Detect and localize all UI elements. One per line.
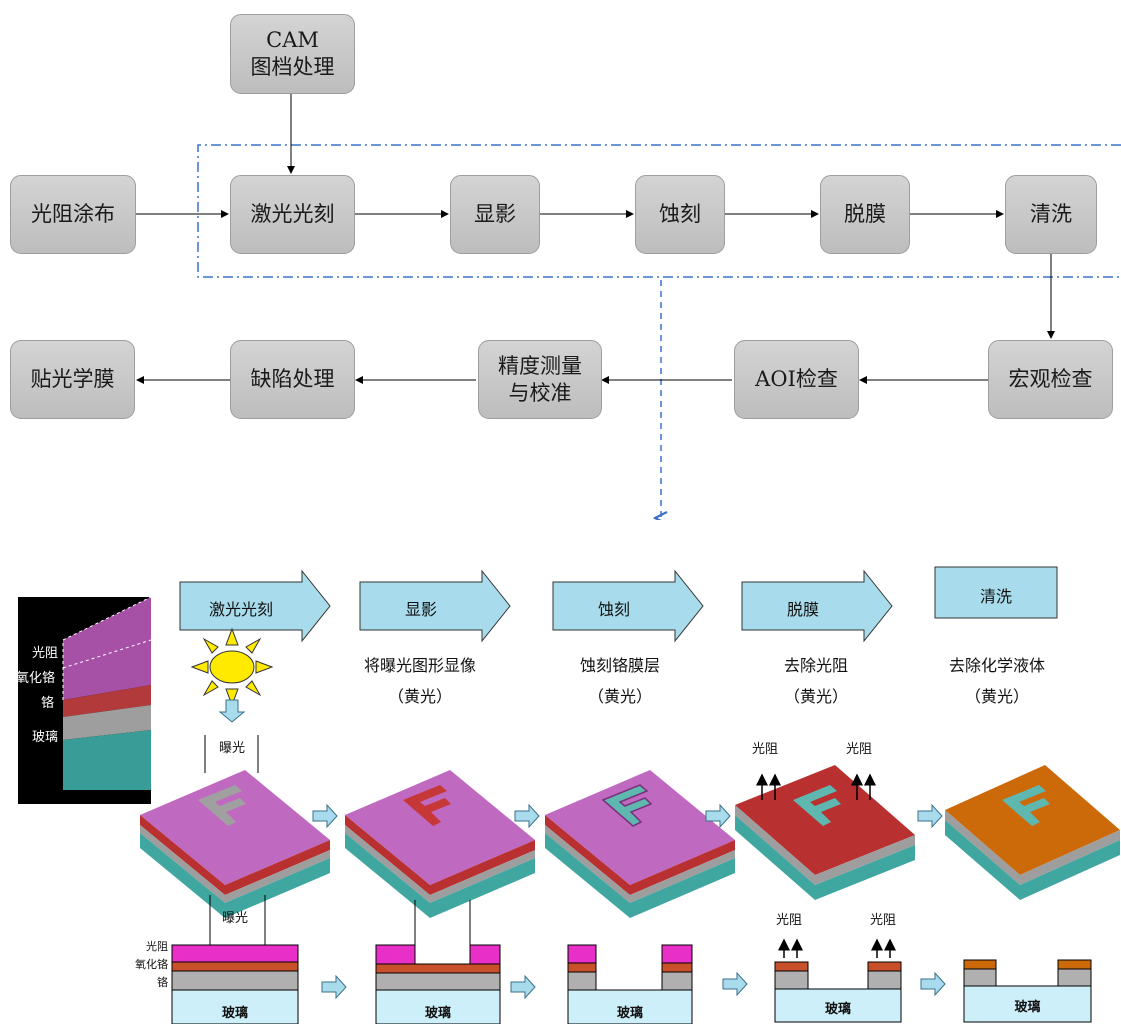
legend-chrome: 铬 — [40, 696, 54, 711]
optical-film-node: 贴光学膜 — [10, 340, 135, 419]
step-title-etch: 蚀刻 — [597, 600, 630, 619]
strip-node: 脱膜 — [820, 175, 910, 254]
plate-etch — [545, 770, 735, 918]
step-title-develop: 显影 — [404, 600, 437, 619]
step-title-strip: 脱膜 — [786, 600, 819, 619]
step-note-clean: （黄光） — [964, 687, 1029, 706]
step-desc-strip: 去除光阻 — [783, 656, 848, 675]
step-desc-etch: 蚀刻铬膜层 — [579, 656, 660, 675]
cross-section-clean — [963, 959, 1092, 1023]
xs-photoresist-label-left: 光阻 — [776, 913, 803, 928]
cross-section-laser — [171, 895, 299, 1024]
step-title-laser: 激光光刻 — [208, 600, 273, 619]
sun-icon — [190, 627, 274, 707]
xs-glass-3: 玻璃 — [616, 1006, 643, 1021]
step-note-strip: （黄光） — [783, 687, 848, 706]
develop-node: 显影 — [450, 175, 540, 254]
cross-section-develop — [375, 900, 501, 1024]
plate-strip — [735, 765, 915, 900]
xs-glass-1: 玻璃 — [221, 1006, 248, 1021]
xs-glass-4: 玻璃 — [824, 1002, 851, 1017]
xs-glass-2: 玻璃 — [424, 1006, 451, 1021]
xs-label-photoresist: 光阻 — [146, 940, 168, 953]
step-title-clean: 清洗 — [979, 587, 1012, 606]
layer-legend — [18, 596, 152, 804]
process-flow-connectors — [136, 94, 1121, 520]
xs-label-chrome-oxide: 氧化铬 — [135, 958, 168, 971]
strip-photoresist-label-left: 光阻 — [752, 742, 779, 757]
laser-lithography-node: 激光光刻 — [230, 175, 355, 254]
step-note-develop: （黄光） — [387, 687, 452, 706]
plate-laser — [140, 770, 330, 918]
precision-measurement-node: 精度测量 与校准 — [478, 340, 602, 419]
legend-glass: 玻璃 — [31, 730, 58, 745]
defect-handling-node: 缺陷处理 — [230, 340, 355, 419]
xs-photoresist-label-right: 光阻 — [870, 913, 897, 928]
step-desc-clean: 去除化学液体 — [948, 656, 1045, 675]
plate-develop — [345, 770, 535, 918]
cross-section-etch — [567, 944, 693, 1024]
cross-section-strip — [774, 938, 902, 1023]
step-note-etch: （黄光） — [587, 687, 652, 706]
xs-glass-5: 玻璃 — [1014, 1000, 1041, 1015]
xs-label-chrome: 铬 — [157, 976, 168, 989]
exposure-label-top: 曝光 — [219, 741, 246, 756]
aoi-inspection-node: AOI检查 — [734, 340, 859, 419]
legend-photoresist: 光阻 — [31, 646, 58, 661]
yellow-light-region-border — [197, 144, 1121, 278]
step-desc-develop: 将曝光图形显像 — [363, 656, 476, 675]
clean-node: 清洗 — [1005, 175, 1097, 254]
cam-processing-node: CAM 图档处理 — [230, 14, 355, 94]
exposure-label-bottom: 曝光 — [222, 911, 249, 926]
legend-chrome-oxide: 氧化铬 — [16, 671, 56, 686]
photoresist-coating-node: 光阻涂布 — [10, 175, 136, 254]
etch-node: 蚀刻 — [635, 175, 725, 254]
strip-photoresist-label-right: 光阻 — [846, 742, 873, 757]
exposure-down-arrow — [218, 699, 246, 723]
macro-inspection-node: 宏观检查 — [988, 340, 1113, 419]
step-box-clean — [934, 566, 1058, 619]
plate-clean — [945, 765, 1120, 900]
